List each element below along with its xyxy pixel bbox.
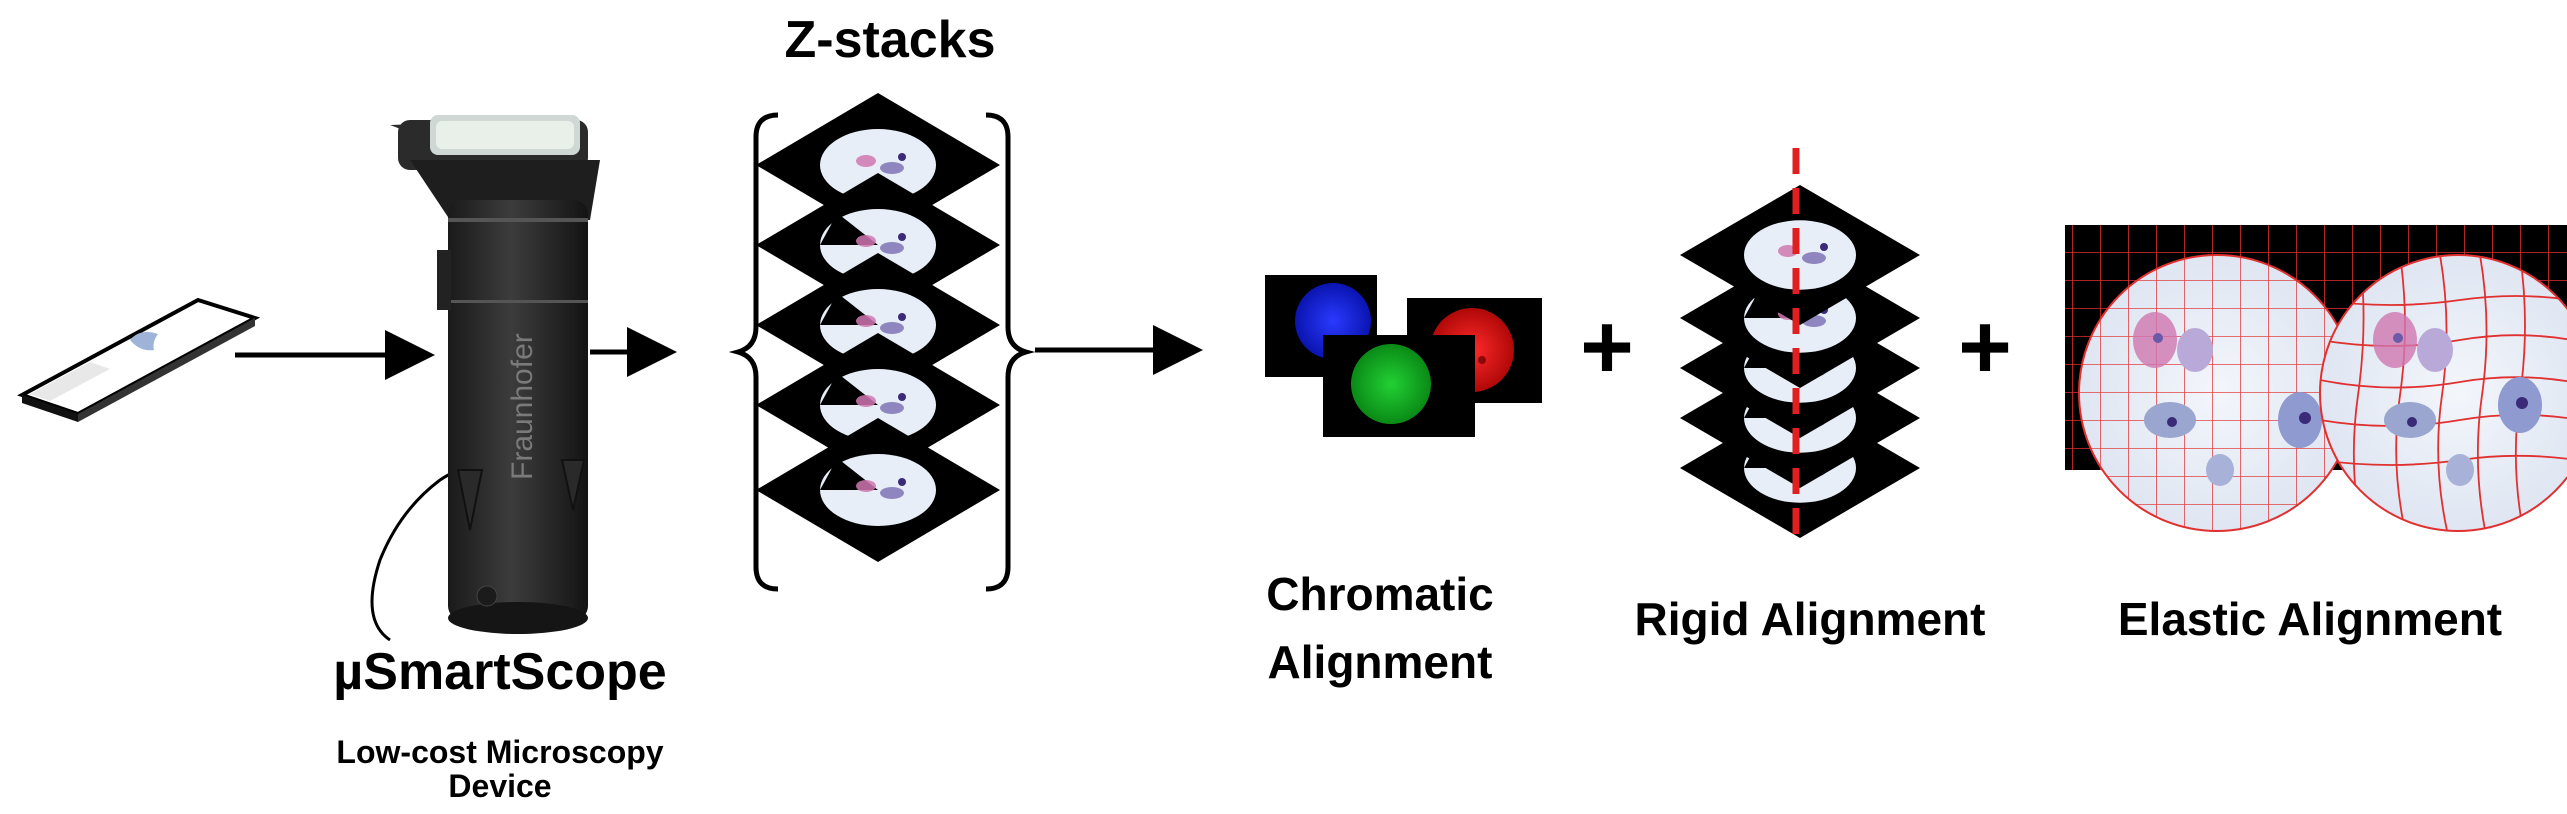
plus-sign: +	[1958, 296, 2012, 398]
green-channel-tile	[1323, 335, 1475, 437]
specimen-right	[2319, 254, 2567, 532]
rigid-alignment-label: Rigid Alignment	[1634, 593, 1986, 645]
device-subtitle: Low-cost Microscopy Device	[336, 734, 664, 804]
chromatic-channels	[1265, 275, 1542, 437]
microscope-slide-icon	[17, 297, 261, 422]
specimen-left	[2078, 254, 2356, 532]
z-slice	[756, 253, 1000, 397]
z-stack-slices	[756, 93, 1000, 562]
bracket-icon	[728, 112, 1036, 592]
elastic-alignment-label: Elastic Alignment	[2117, 593, 2503, 645]
rigid-slice	[1680, 185, 1920, 325]
chromatic-alignment-label: Chromatic Alignment	[1266, 568, 1494, 688]
plus-sign: +	[1580, 296, 1634, 398]
z-slice	[756, 173, 1000, 317]
z-stacks-title: Z-stacks	[784, 11, 996, 69]
z-slice	[756, 418, 1000, 562]
z-slice	[756, 333, 1000, 477]
device-name: µSmartScope	[333, 643, 667, 701]
device-brand-text: Fraunhofer	[506, 333, 539, 480]
z-slice	[756, 93, 1000, 237]
rigid-stack-slices	[1680, 185, 1920, 538]
smartscope-device-icon: Fraunhofer	[370, 115, 600, 642]
elastic-alignment-image	[2065, 225, 2567, 532]
